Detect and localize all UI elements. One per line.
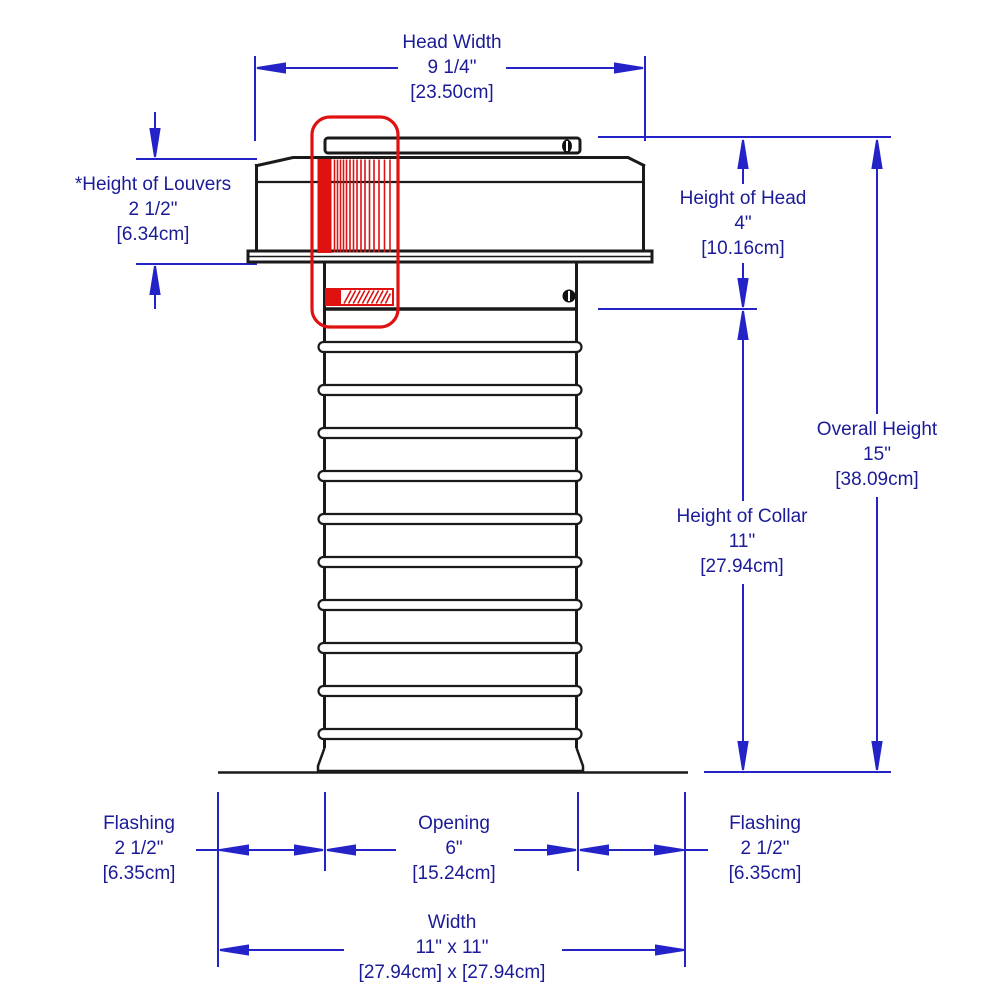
overall-height-inches: 15" [863,444,891,465]
arrow-left-icon [219,844,249,856]
arrow-right-icon [655,944,685,956]
flashing-right-inches: 2 1/2" [740,838,790,859]
vent-head [246,136,654,264]
arrow-up-icon [737,139,749,169]
opening-metric: [15.24cm] [412,863,496,884]
arrow-right-icon [614,62,644,74]
dim-overall-height [704,139,891,773]
collar-rib [317,426,583,440]
dim-bottom-extensions [217,792,686,967]
arrow-up-icon [737,310,749,340]
height-of-louvers-label: *Height of Louvers 2 1/2" [6.34cm] [75,172,231,247]
louver-highlight [310,115,400,329]
dim-height-of-collar [737,310,749,771]
overall-height-metric: [38.09cm] [835,469,919,490]
height-of-collar-inches: 11" [728,531,756,552]
dimension-lines [136,56,891,967]
height-of-collar-label: Height of Collar 11" [27.94cm] [677,504,808,579]
flashing-left-inches: 2 1/2" [114,838,164,859]
height-of-head-metric: [10.16cm] [701,238,785,259]
dim-width [219,944,685,956]
arrow-right-icon [547,844,577,856]
arrow-down-icon [871,741,883,771]
height-of-louvers-inches: 2 1/2" [128,199,178,220]
flashing-left-name: Flashing [103,813,175,834]
head-width-inches: 9 1/4" [427,57,477,78]
vent-collar [316,262,585,773]
arrow-down-icon [737,741,749,771]
head-width-name: Head Width [402,32,502,53]
height-of-head-label: Height of Head 4" [10.16cm] [680,186,807,261]
width-name: Width [427,912,477,933]
arrow-up-icon [871,139,883,169]
height-of-head-name: Height of Head [679,188,807,209]
arrow-left-icon [579,844,609,856]
opening-name: Opening [418,813,490,834]
flashing-right-label: Flashing 2 1/2" [6.35cm] [729,811,802,886]
louver-slats [317,159,391,253]
head-rim [254,156,646,168]
head-width-label: Head Width 9 1/4" [23.50cm] [402,30,501,105]
opening-label: Opening 6" [15.24cm] [412,811,495,886]
height-of-louvers-name: *Height of Louvers [74,174,232,195]
collar-rib [317,383,583,397]
arrow-left-icon [256,62,286,74]
dim-flashing-right [579,844,708,856]
collar-rib [317,512,583,526]
collar-rib [317,598,583,612]
collar-rib [317,727,583,741]
dim-head-width [254,56,646,141]
arrow-left-icon [219,944,249,956]
collar-base-flare [316,747,585,773]
head-top-cap [323,136,582,155]
dim-height-of-louvers [136,112,257,309]
height-of-head-inches: 4" [734,213,752,234]
height-of-collar-name: Height of Collar [676,506,808,527]
arrow-up-icon [149,265,161,295]
collar-rib [317,469,583,483]
collar-rib [317,684,583,698]
overall-height-name: Overall Height [816,419,938,440]
flashing-left-metric: [6.35cm] [102,863,176,884]
width-metric: [27.94cm] x [27.94cm] [358,962,546,983]
flashing-left-label: Flashing 2 1/2" [6.35cm] [103,811,176,886]
dim-height-of-head [598,136,891,310]
width-label: Width 11" x 11" [27.94cm] x [27.94cm] [359,910,546,985]
collar-rib [317,641,583,655]
arrow-down-icon [149,128,161,158]
height-of-collar-metric: [27.94cm] [700,556,784,577]
arrow-right-icon [294,844,324,856]
width-inches: 11" x 11" [415,937,489,958]
flashing-right-name: Flashing [729,813,801,834]
arrow-left-icon [326,844,356,856]
vent-geometry [218,136,688,774]
collar-rib [317,555,583,569]
height-of-louvers-metric: [6.34cm] [116,224,190,245]
collar-ribs [317,340,583,741]
opening-inches: 6" [445,838,463,859]
dim-flashing-left [196,844,324,856]
flashing-right-metric: [6.35cm] [728,863,802,884]
arrow-right-icon [654,844,684,856]
head-width-metric: [23.50cm] [410,82,494,103]
collar-rib [317,340,583,354]
louver-hatch-strip [325,288,394,306]
overall-height-label: Overall Height 15" [38.09cm] [817,417,937,492]
louver-highlight-box [310,115,400,329]
arrow-down-icon [737,278,749,308]
dim-opening [326,844,577,856]
